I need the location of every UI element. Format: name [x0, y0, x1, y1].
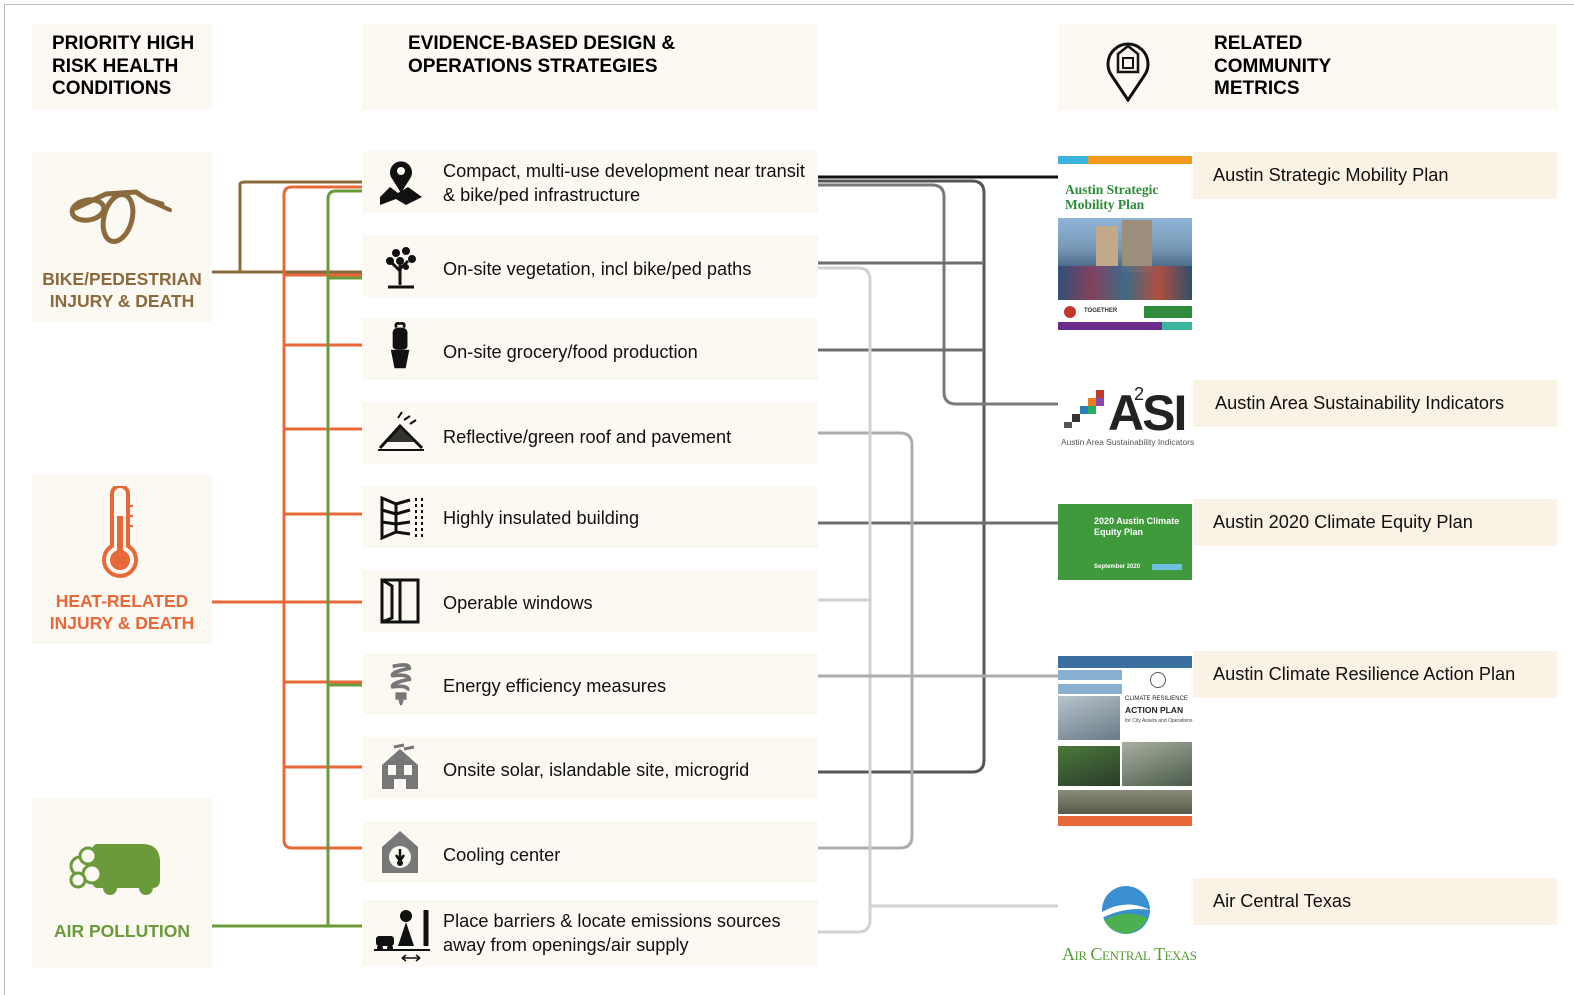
- strategy-label: Reflective/green roof and pavement: [443, 427, 732, 447]
- roof-cooling-connector: [818, 431, 914, 850]
- strategy-label: Energy efficiency measures: [443, 676, 667, 696]
- roof-icon: [378, 411, 424, 451]
- window-icon: [380, 578, 420, 624]
- strategy-label: Operable windows: [443, 593, 593, 613]
- air-central-globe-icon: [1102, 886, 1150, 934]
- resilience-cover-title: ACTION PLAN: [1125, 705, 1184, 715]
- strategy-energy: Energy efficiency measures: [362, 653, 818, 715]
- strategy-solar: Onsite solar, islandable site, microgrid: [362, 737, 818, 799]
- resilience-cover-sub: for City Assets and Operations: [1125, 718, 1193, 724]
- strategy-windows: Operable windows: [362, 570, 818, 632]
- strategy-label: Highly insulated building: [443, 508, 640, 528]
- asi-logo-mark: [1064, 390, 1104, 428]
- strategy-insulated: Highly insulated building: [362, 486, 818, 548]
- solar-connector: [818, 179, 986, 774]
- map-pin-icon: [380, 161, 422, 205]
- metric-label: Austin Strategic Mobility Plan: [1213, 165, 1449, 185]
- metric-label: Austin Climate Resilience Action Plan: [1213, 664, 1516, 684]
- metric-label: Austin Area Sustainability Indicators: [1215, 393, 1505, 413]
- condition-bike-label: BIKE/PEDESTRIAN INJURY & DEATH: [42, 269, 202, 311]
- air-central-texas-logo: Air Central Texas: [1058, 884, 1197, 968]
- equity-plan-cover: 2020 Austin Climate Equity Plan Septembe…: [1058, 504, 1192, 580]
- condition-heat: HEAT-RELATED INJURY & DEATH: [32, 474, 212, 644]
- strategy-barriers: Place barriers & locate emissions source…: [362, 900, 818, 966]
- diagram-frame: [4, 4, 1574, 995]
- resilience-cover-subtitle-small: CLIMATE RESILIENCE: [1125, 696, 1188, 702]
- bike-connector: [212, 180, 362, 274]
- metrics-header: RELATED COMMUNITY METRICS: [1214, 33, 1331, 99]
- thermometer-icon: [102, 486, 138, 578]
- asi-logo-text: ASI: [1108, 385, 1187, 441]
- metric-label: Austin 2020 Climate Equity Plan: [1213, 512, 1473, 532]
- metric-air-central: Air Central Texas: [1193, 878, 1557, 925]
- air-connector: [212, 189, 362, 928]
- strategy-compact-development: Compact, multi-use development near tran…: [362, 151, 818, 213]
- mobility-cover-title: Austin Strategic Mobility Plan: [1065, 182, 1159, 212]
- asi-logo-superscript: 2: [1134, 384, 1145, 404]
- strategy-cooling-center: Cooling center: [362, 821, 818, 883]
- solar-house-icon: [382, 743, 418, 789]
- mobility-cover-footer: TOGETHER: [1084, 308, 1118, 314]
- condition-bike-ped: BIKE/PEDESTRIAN INJURY & DEATH: [32, 152, 212, 322]
- tree-icon: [386, 247, 416, 289]
- strategy-label: On-site vegetation, incl bike/ped paths: [443, 259, 752, 279]
- metrics-header-box: RELATED COMMUNITY METRICS: [1058, 24, 1557, 110]
- equity-cover-title: 2020 Austin Climate Equity Plan: [1094, 516, 1180, 537]
- asi-logo: ASI 2 Austin Area Sustainability Indicat…: [1058, 384, 1195, 448]
- strategies-header-box: EVIDENCE-BASED DESIGN & OPERATIONS STRAT…: [362, 24, 818, 110]
- equity-cover-date: September 2020: [1094, 564, 1141, 570]
- asi-connector: [818, 183, 1058, 406]
- barrier-trees-icon: [374, 910, 430, 962]
- strategy-roof: Reflective/green roof and pavement: [362, 402, 818, 464]
- metric-label: Air Central Texas: [1213, 891, 1352, 911]
- strategy-label: Place barriers & locate emissions source…: [443, 911, 781, 955]
- condition-heat-label: HEAT-RELATED INJURY & DEATH: [49, 591, 195, 633]
- cooling-center-icon: [382, 831, 418, 873]
- conditions-header-box: PRIORITY HIGH RISK HEALTH CONDITIONS: [32, 24, 212, 110]
- mobility-plan-cover: Austin Strategic Mobility Plan TOGETHER: [1058, 156, 1192, 332]
- heat-connector: [212, 185, 362, 850]
- strategy-label: Compact, multi-use development near tran…: [443, 161, 805, 205]
- condition-air: AIR POLLUTION: [32, 798, 212, 968]
- strategy-label: Cooling center: [443, 845, 561, 865]
- strategies-header: EVIDENCE-BASED DESIGN & OPERATIONS STRAT…: [408, 33, 676, 77]
- strategy-label: Onsite solar, islandable site, microgrid: [443, 760, 750, 780]
- conditions-header: PRIORITY HIGH RISK HEALTH CONDITIONS: [52, 33, 195, 99]
- condition-air-label: AIR POLLUTION: [53, 921, 191, 941]
- location-building-icon: [1106, 42, 1150, 102]
- metric-asi: Austin Area Sustainability Indicators: [1193, 380, 1557, 427]
- strategy-label: On-site grocery/food production: [443, 342, 698, 362]
- bicycle-icon: [69, 189, 172, 244]
- potted-plant-icon: [390, 322, 410, 369]
- strategy-grocery: On-site grocery/food production: [362, 318, 818, 380]
- metric-resilience: Austin Climate Resilience Action Plan: [1193, 651, 1557, 698]
- resilience-plan-cover: CLIMATE RESILIENCE ACTION PLAN for City …: [1058, 656, 1193, 828]
- air-central-logo-text: Air Central Texas: [1062, 944, 1197, 964]
- mobility-cover-photo: [1058, 218, 1192, 300]
- asi-logo-caption: Austin Area Sustainability Indicators: [1061, 437, 1195, 447]
- metric-equity: Austin 2020 Climate Equity Plan: [1193, 499, 1557, 546]
- lightbulb-icon: [390, 663, 412, 706]
- metric-mobility: Austin Strategic Mobility Plan: [1193, 152, 1557, 199]
- strategy-vegetation: On-site vegetation, incl bike/ped paths: [362, 235, 818, 297]
- car-exhaust-icon: [69, 844, 160, 895]
- insulation-icon: [380, 495, 423, 541]
